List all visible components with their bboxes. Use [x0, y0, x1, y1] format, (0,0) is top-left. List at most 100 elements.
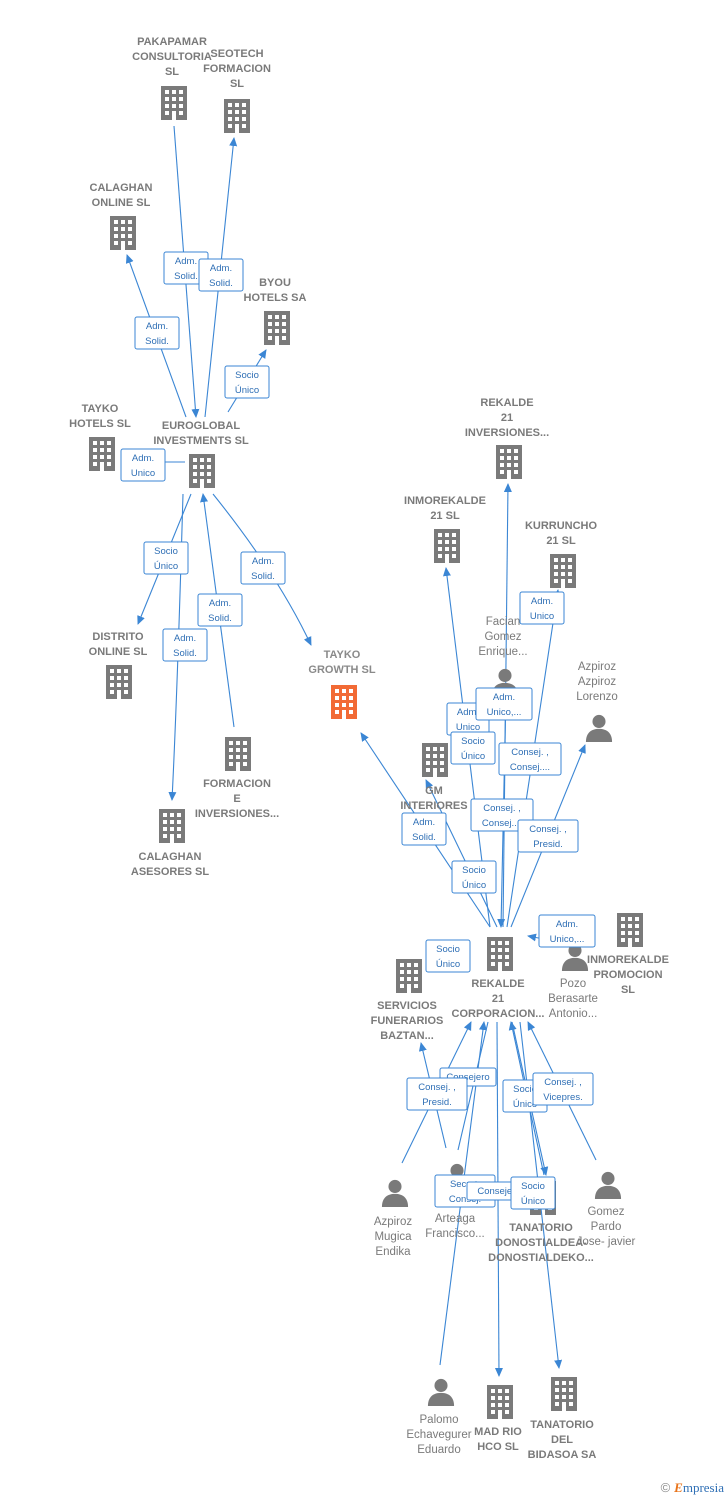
relation-label-r7: Adm.Solid. [240, 551, 286, 585]
relation-text: Solid. [209, 278, 233, 289]
relation-text: Adm. [556, 919, 578, 930]
node-label-line: BYOU [259, 277, 291, 289]
node-label-line: Jose- javier [577, 1236, 636, 1248]
brand-watermark: ©Empresia [661, 1480, 724, 1496]
relation-text: Adm. [531, 596, 553, 607]
building-icon [550, 554, 576, 588]
node-label-line: CALAGHAN [139, 851, 202, 863]
node-label-line: SL [165, 66, 179, 78]
relation-text: Unico,... [550, 934, 585, 945]
node-label-line: BAZTAN... [380, 1030, 434, 1042]
relation-text: Socio [154, 546, 178, 557]
building-icon [106, 665, 132, 699]
node-label-line: TANATORIO [509, 1222, 573, 1234]
relation-label-r11: Adm.Unico,... [475, 687, 533, 721]
node-label-line: Gomez [484, 631, 521, 643]
node-label-line: EUROGLOBAL [162, 420, 241, 432]
relation-text: Solid. [208, 613, 232, 624]
node-seotech[interactable]: SEOTECH FORMACION SL [203, 48, 271, 133]
node-label-line: DONOSTIALDEKO... [488, 1252, 594, 1264]
node-label-line: Echavegurer [406, 1429, 471, 1441]
relation-text: Consej.... [510, 762, 550, 773]
node-label-line: DEL [551, 1434, 573, 1446]
node-label-line: Azpiroz [578, 661, 617, 673]
relation-text: Socio [436, 944, 460, 955]
node-label-line: INMOREKALDE [587, 954, 669, 966]
node-label-line: DISTRITO [92, 631, 144, 643]
node-label-line: Eduardo [417, 1444, 460, 1456]
node-label-line: SEOTECH [210, 48, 263, 60]
brand-name: mpresia [682, 1480, 724, 1495]
node-label-line: Endika [375, 1246, 411, 1258]
relation-label-r16: Adm.Solid. [401, 812, 447, 846]
relation-label-r17: Consej. ,Presid. [517, 819, 579, 853]
node-label-line: SL [230, 78, 244, 90]
node-label-line: GROWTH SL [308, 664, 375, 676]
node-label-line: GM [425, 785, 443, 797]
relation-label-r24: Consej. ,Vicepres. [532, 1072, 594, 1106]
person-icon [585, 714, 613, 742]
relation-label-r8: Adm.Solid. [197, 593, 243, 627]
relation-label-r9: Adm.Solid. [162, 628, 208, 662]
focus-building-icon [331, 685, 357, 719]
edge-15 [425, 779, 498, 928]
relation-text: Unico [131, 468, 155, 479]
relation-text: Adm. [175, 256, 197, 267]
building-icon [434, 529, 460, 563]
node-label-line: ONLINE SL [92, 197, 151, 209]
relation-text: Solid. [174, 271, 198, 282]
relation-text: Presid. [422, 1097, 452, 1108]
node-label-line: Francisco... [425, 1228, 484, 1240]
node-label-line: Facian [486, 616, 521, 628]
relation-text: Consejero [446, 1072, 489, 1083]
relation-box [475, 687, 533, 721]
node-label-line: FORMACION [203, 63, 271, 75]
relation-text: Consej. , [511, 747, 549, 758]
relation-text: Socio [235, 370, 259, 381]
relation-label-r14: Consej. , Consej.... [498, 742, 562, 776]
node-label-line: INMOREKALDE [404, 495, 486, 507]
node-label-line: Pardo [591, 1221, 622, 1233]
relation-text: Adm. [174, 633, 196, 644]
relation-label-r22: Consej. ,Presid. [406, 1077, 468, 1111]
relation-text: Solid. [145, 336, 169, 347]
relation-box [401, 812, 447, 846]
relation-box [134, 316, 180, 350]
brand-initial: E [674, 1480, 683, 1495]
